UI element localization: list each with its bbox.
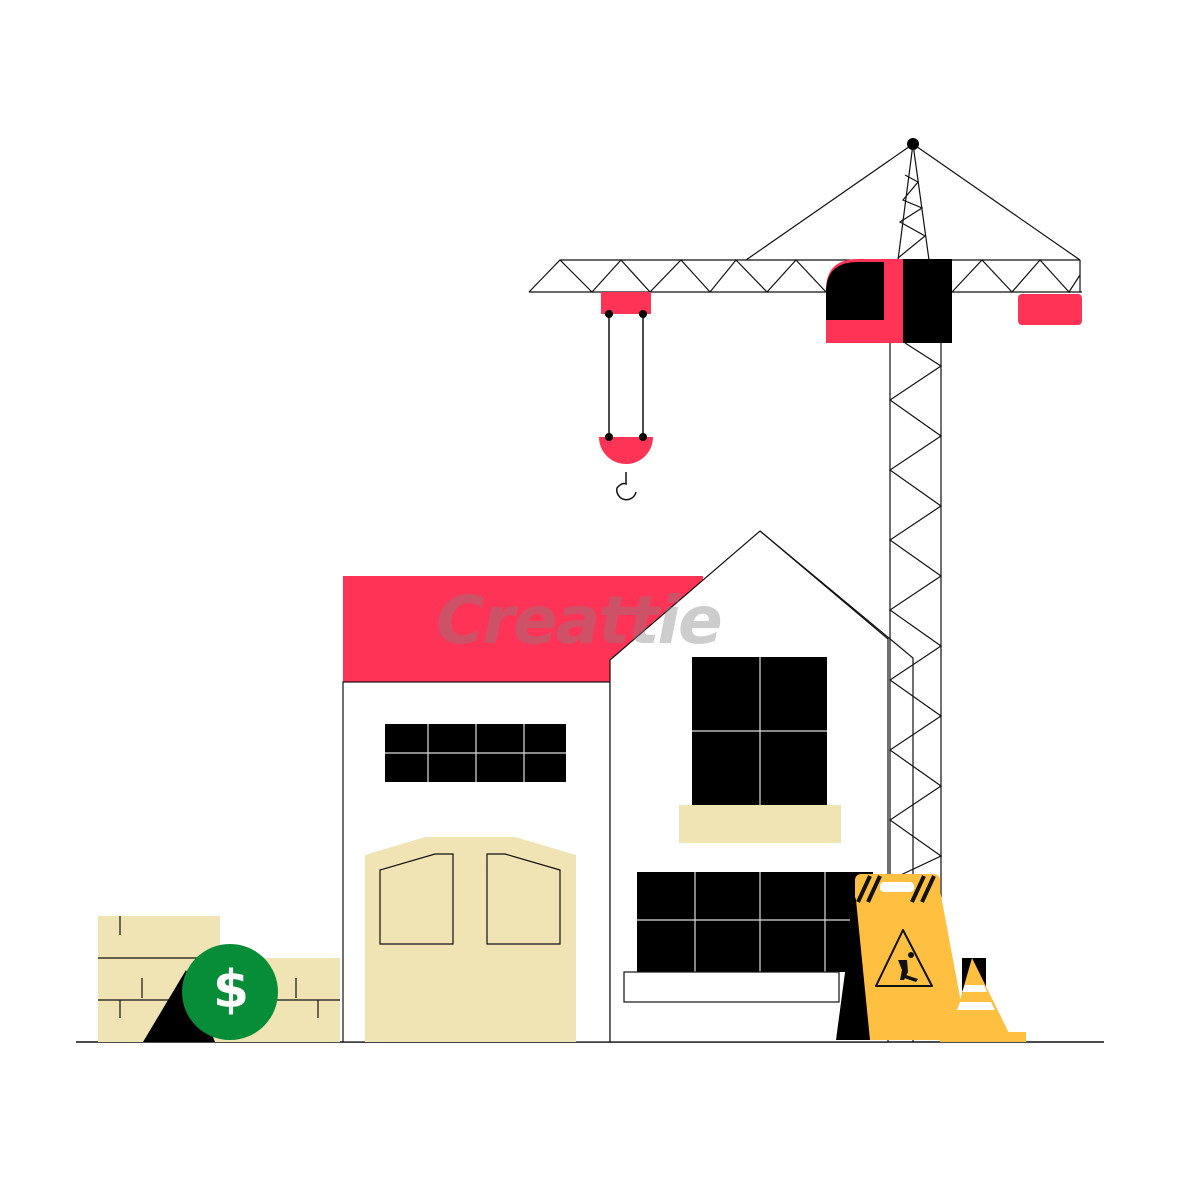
window-sill: [679, 805, 841, 843]
right-upper-window: [692, 657, 827, 805]
crane-counterweight: [1018, 294, 1082, 325]
planter-box: [623, 971, 840, 1003]
traffic-cone: [940, 958, 1026, 1042]
crane-trolley: [599, 292, 653, 501]
garage-door[interactable]: [365, 837, 576, 1042]
right-lower-window: [637, 872, 873, 972]
worker-digging-icon: [898, 952, 918, 982]
dollar-coin: [182, 944, 278, 1040]
left-upper-window: [385, 724, 566, 782]
crane-cab: [826, 259, 952, 343]
right-building: [609, 530, 914, 1043]
crane-top-tower: [745, 143, 1081, 261]
dollar-sign: $: [212, 960, 250, 1020]
warning-sign: [836, 874, 968, 1040]
crane-top-pin: [907, 138, 919, 150]
crane-jib: [528, 259, 1082, 293]
